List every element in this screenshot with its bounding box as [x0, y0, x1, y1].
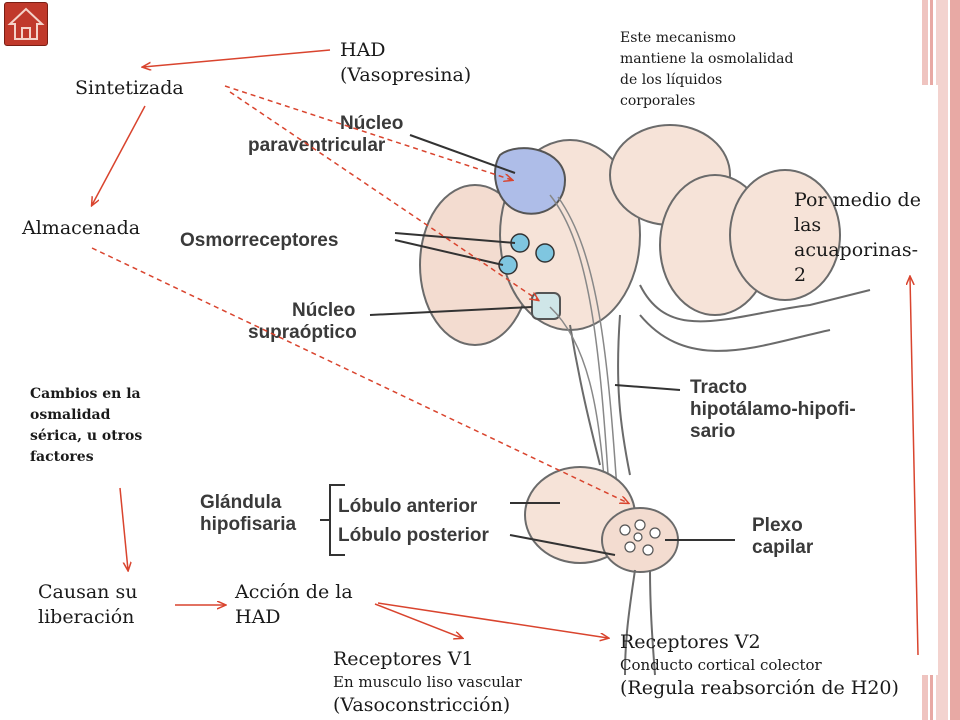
v2-sub: Conducto cortical colector	[620, 656, 822, 674]
label-tracto: Tracto hipotálamo-hipofi- sario	[690, 377, 856, 442]
v2-effect: (Regula reabsorción de H20)	[620, 677, 899, 699]
brainstem	[639, 284, 871, 323]
capillary-plexus	[619, 519, 661, 556]
annotation-receptores-v1: Receptores V1 En musculo liso vascular (…	[333, 647, 522, 718]
label-lobulo-anterior: Lóbulo anterior	[338, 496, 478, 517]
label-plexo: Plexo capilar	[752, 515, 814, 558]
label-nucleo-paraventricular: Núcleo paraventricular	[248, 113, 404, 156]
annotation-almacenada: Almacenada	[22, 217, 141, 239]
annotation-causan: Causan su liberación	[38, 581, 138, 628]
annotation-acuaporinas: Por medio de las acuaporinas- 2	[794, 189, 921, 286]
home-button[interactable]	[4, 2, 48, 46]
v1-sub: En musculo liso vascular	[333, 673, 522, 691]
home-icon	[7, 7, 45, 40]
arrow-had-to-sintetizada	[143, 49, 331, 67]
v1-title: Receptores V1	[333, 648, 474, 670]
annotation-accion: Acción de la HAD	[235, 581, 353, 628]
label-lobulo-posterior: Lóbulo posterior	[338, 525, 489, 546]
annotation-had: HAD (Vasopresina)	[340, 39, 472, 86]
arrow-sintetizada-to-almacenada	[92, 105, 146, 205]
brainstem-lower	[639, 314, 831, 352]
thalamus-lobe-far	[729, 169, 841, 301]
annotation-mecanismo: Este mecanismo mantiene la osmolalidad d…	[620, 30, 794, 109]
supraoptic-nucleus	[531, 292, 561, 320]
annotation-receptores-v2: Receptores V2 Conducto cortical colector…	[620, 630, 899, 701]
label-osmorreceptores: Osmorreceptores	[180, 230, 339, 251]
v1-effect: (Vasoconstricción)	[333, 694, 511, 716]
v2-title: Receptores V2	[620, 631, 761, 653]
annotation-cambios: Cambios en la osmalidad sérica, u otros …	[30, 386, 143, 465]
label-glandula: Glándula hipofisaria	[200, 492, 297, 535]
osmoreceptor-2	[535, 243, 555, 263]
annotation-sintetizada: Sintetizada	[75, 77, 184, 99]
venous-drain	[624, 569, 636, 676]
paraventricular-nucleus	[494, 147, 567, 215]
arrow-cambios-to-causan	[119, 487, 128, 570]
label-nucleo-supraoptico: Núcleo supraóptico	[248, 300, 357, 343]
pointer-posterior-lobe	[509, 534, 616, 556]
venous-drain-2	[649, 569, 656, 676]
